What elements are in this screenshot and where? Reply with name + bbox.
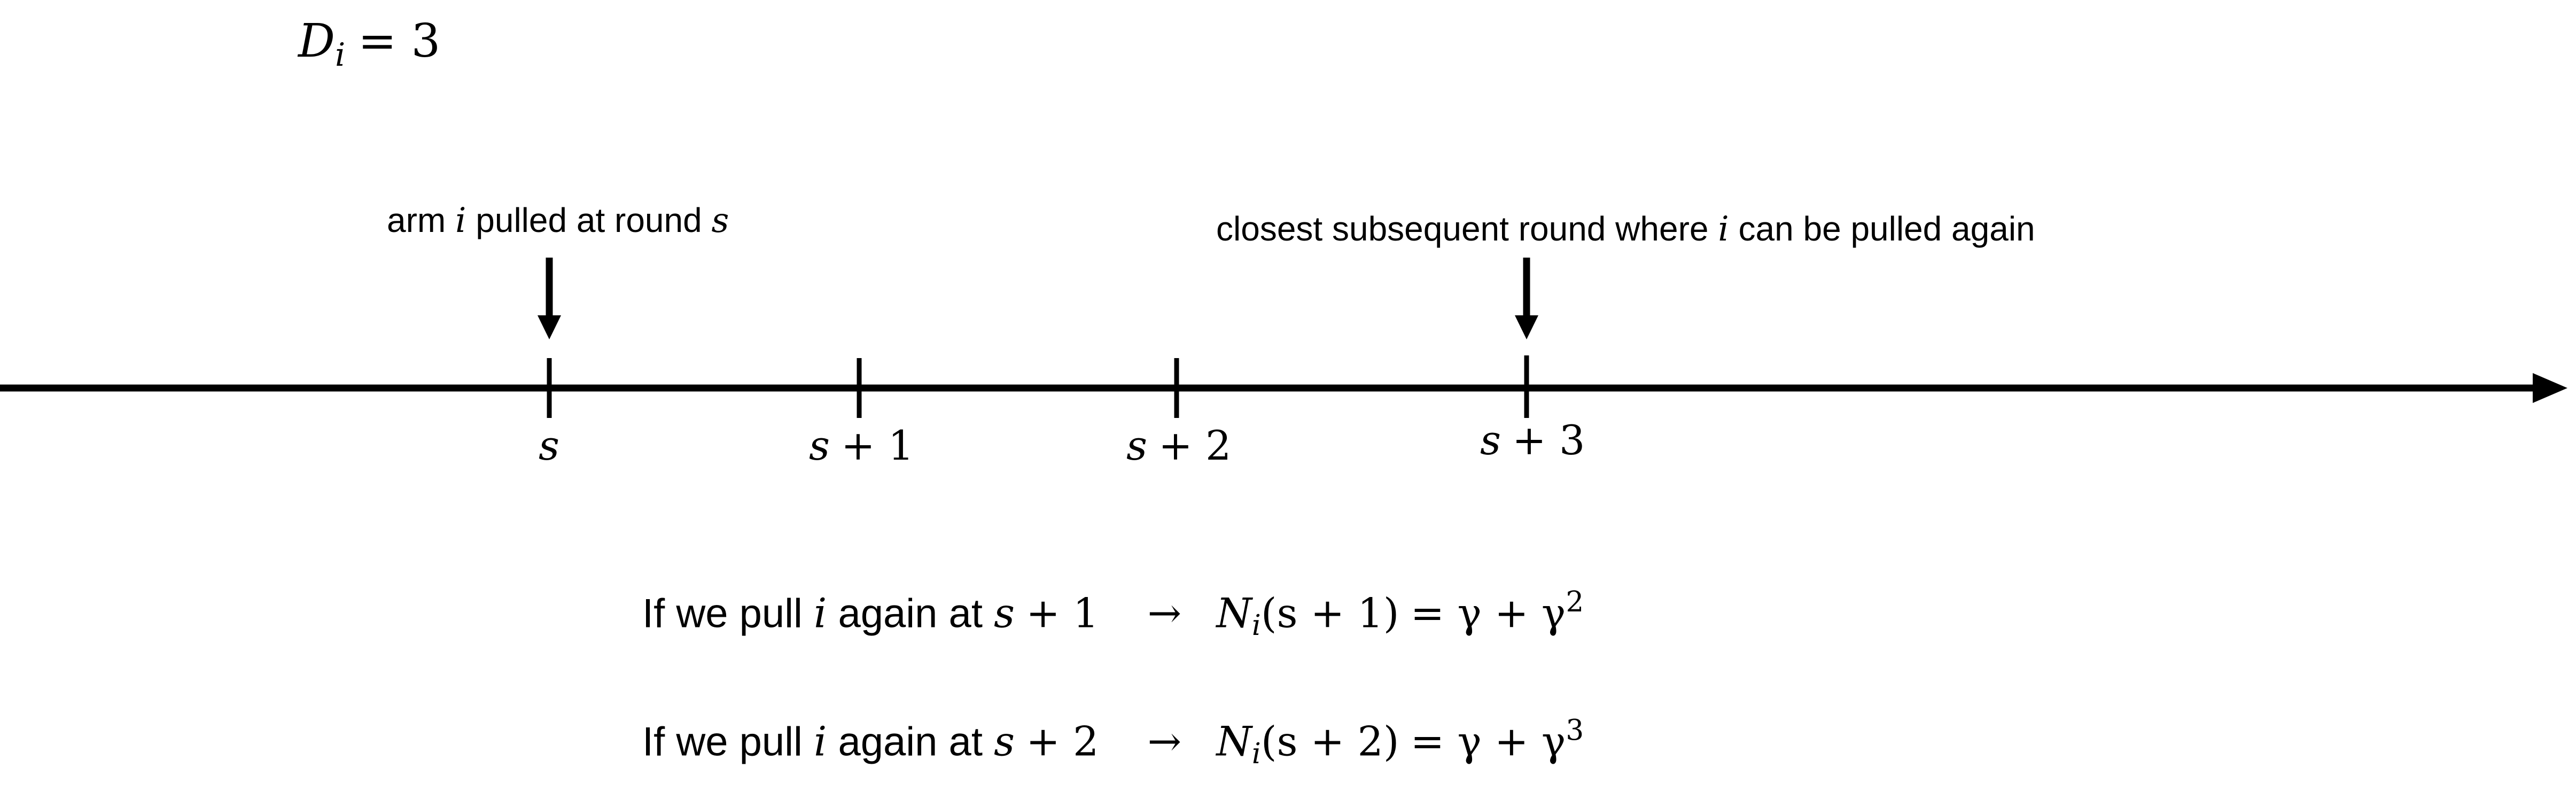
tick-label-s-plus-2: s + 2 [1126,422,1232,469]
tick-label-s-plus-1: s + 1 [809,422,914,469]
pull-arrow-head [538,315,561,339]
timeline-arrowhead [2533,373,2567,403]
formula-row-1: If we pull i again at s + 1 → Ni(s + 1) … [642,585,1584,642]
next-round-arrow-head [1515,315,1538,339]
formula-row-2: If we pull i again at s + 2 → Ni(s + 2) … [642,714,1584,771]
tick-label-s-plus-3: s + 3 [1480,416,1585,464]
di-equation: Di = 3 [298,14,441,74]
annotation-arm-pulled: arm i pulled at round s [387,201,729,241]
annotation-next-round: closest subsequent round where i can be … [1216,210,2035,249]
tick-label-s: s [539,422,560,469]
